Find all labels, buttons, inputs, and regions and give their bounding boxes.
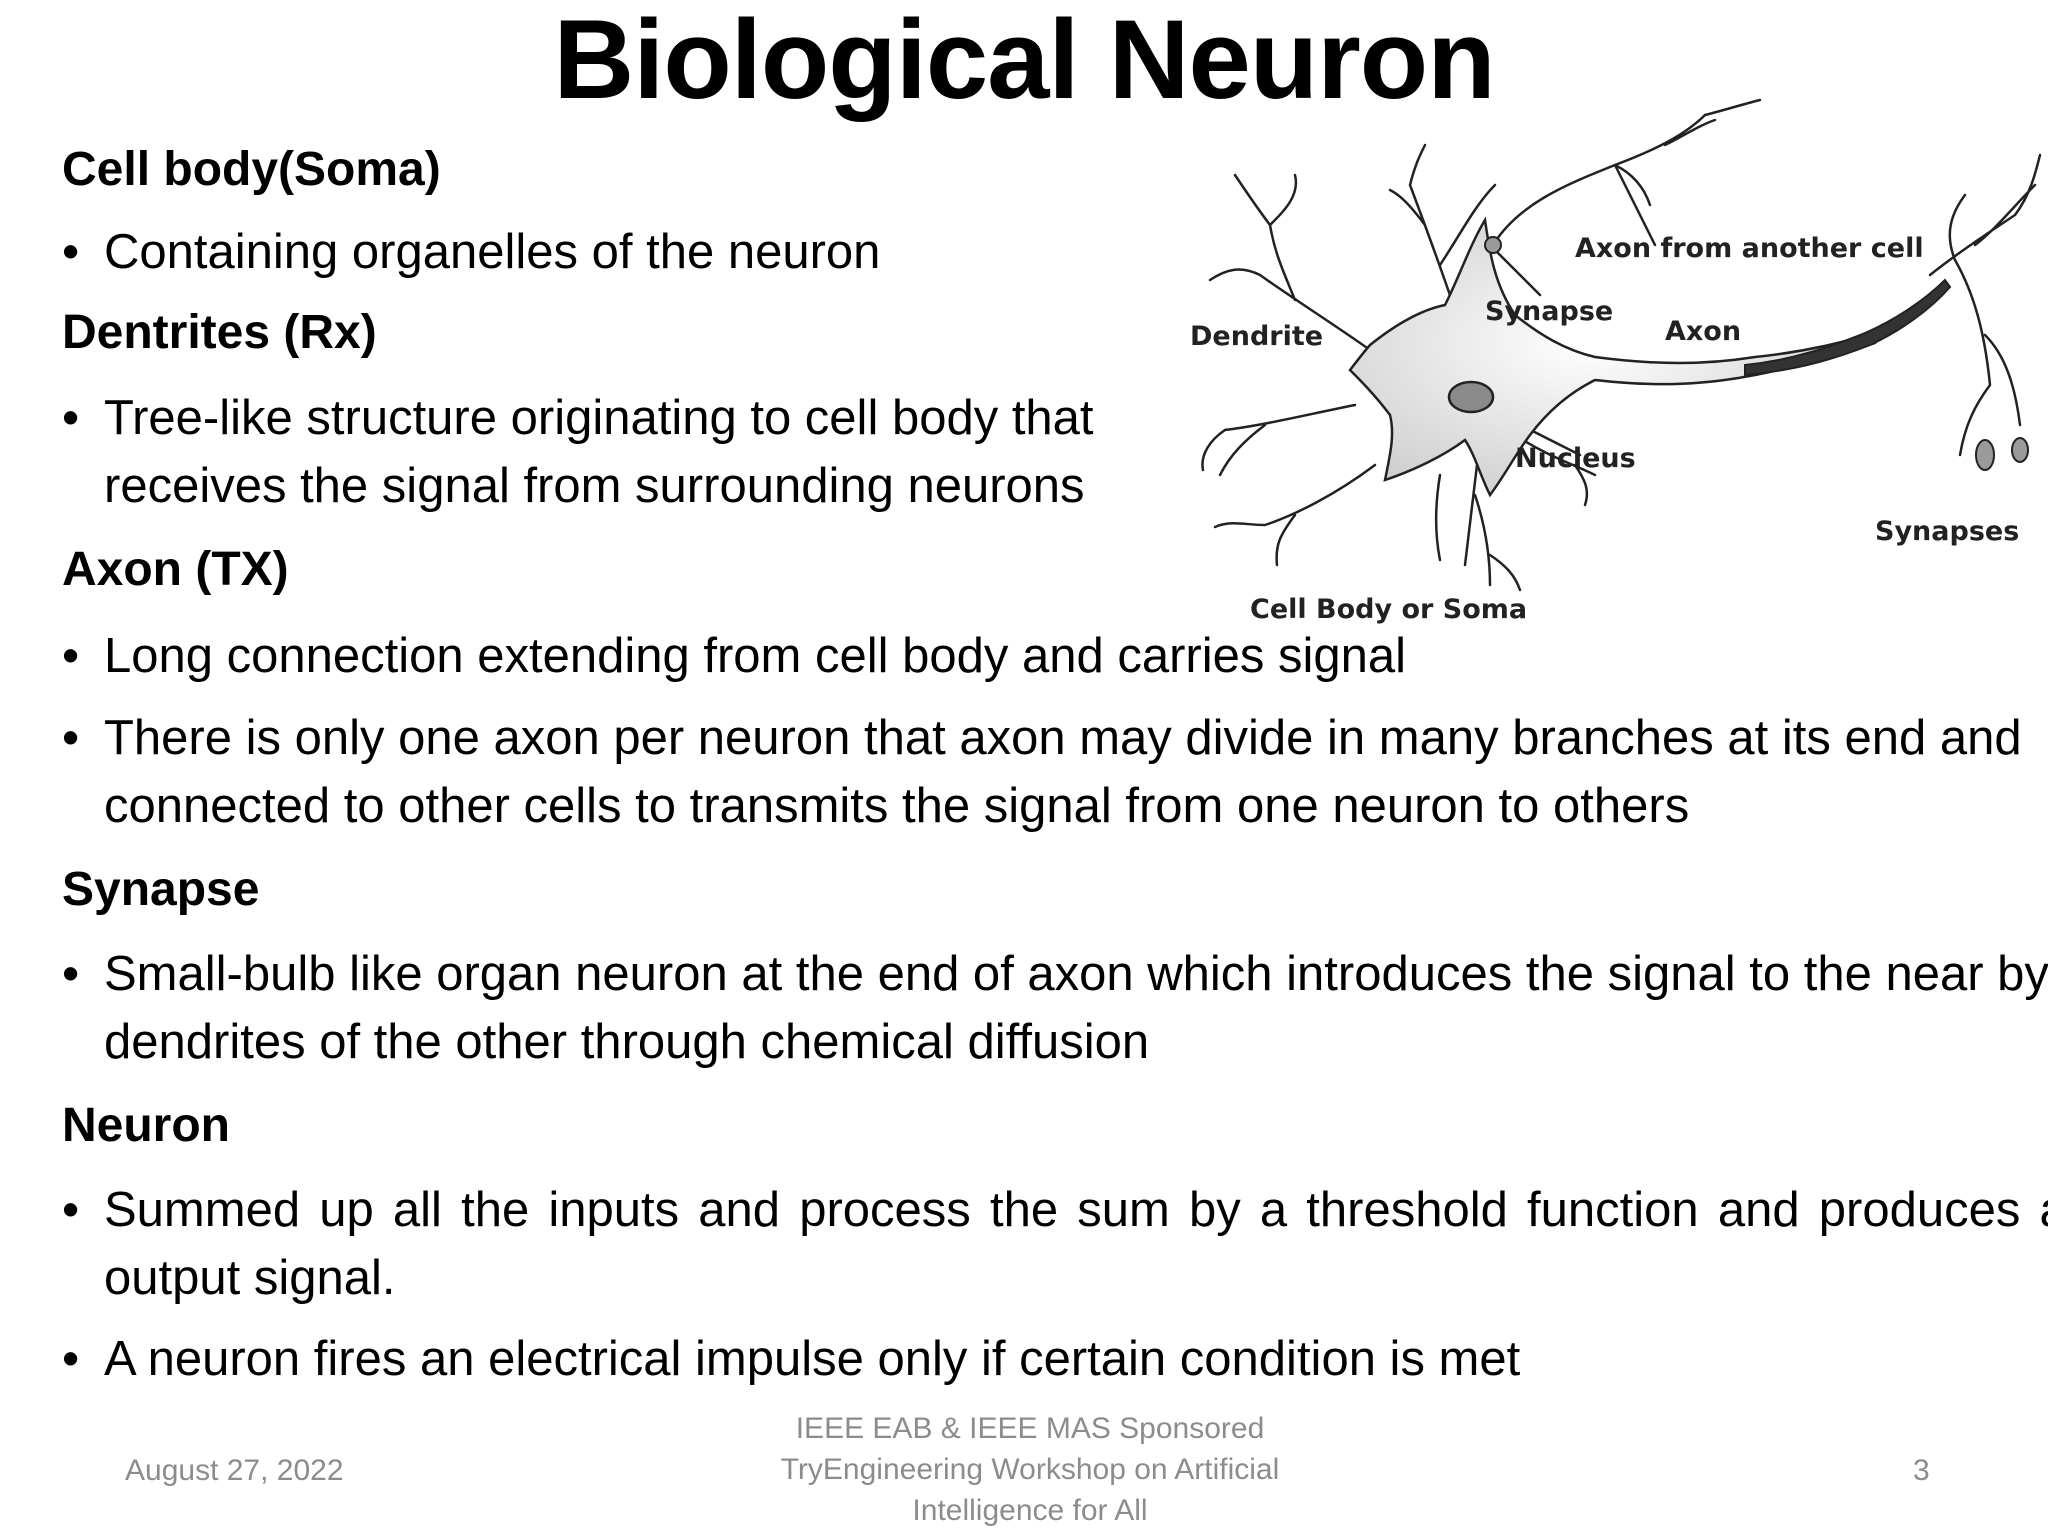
label-dendrite: Dendrite — [1190, 321, 1323, 352]
label-cell-body: Cell Body or Soma — [1250, 594, 1527, 625]
incoming-axon — [1488, 98, 1762, 252]
footer-event-line-3: Intelligence for All — [912, 1494, 1148, 1527]
synapse-leader-line — [1488, 243, 1542, 297]
heading-dendrites: Dentrites (Rx) — [62, 306, 377, 359]
dendrite-branch-down — [1435, 473, 1442, 562]
footer-event-line-1: IEEE EAB & IEEE MAS Sponsored — [795, 1412, 1265, 1445]
dendrite-branch-left — [1201, 403, 1357, 477]
label-nucleus: Nucleus — [1515, 443, 1636, 474]
axon-terminal-branches — [1928, 153, 2042, 457]
label-synapses: Synapses — [1875, 516, 2019, 547]
label-axon: Axon — [1665, 316, 1741, 347]
axon-shaft — [1744, 278, 1952, 377]
dendrite-branch-top — [1388, 143, 1497, 312]
bullet-neuron-2: A neuron fires an electrical impulse onl… — [62, 1325, 2048, 1393]
page-number: 3 — [1913, 1454, 1930, 1487]
heading-axon: Axon (TX) — [62, 543, 289, 596]
footer-event: IEEE EAB & IEEE MAS Sponsored TryEnginee… — [700, 1408, 1360, 1531]
synapse-bulb-terminal-2 — [2011, 437, 2029, 463]
dendrite-branch-bottom — [1473, 493, 1522, 592]
bullet-cell-body: Containing organelles of the neuron — [62, 218, 1224, 286]
heading-synapse: Synapse — [62, 863, 260, 916]
bullet-axon-2: There is only one axon per neuron that a… — [62, 704, 2048, 840]
label-axon-from-another-cell: Axon from another cell — [1575, 233, 1924, 264]
cell-body-shape — [1348, 216, 1877, 498]
dendrite-branch-lower-left — [1213, 463, 1377, 567]
footer-event-line-2: TryEngineering Workshop on Artificial — [780, 1453, 1280, 1486]
synapse-bulb — [1484, 236, 1502, 254]
footer-date: August 27, 2022 — [125, 1454, 344, 1487]
bullet-synapse: Small-bulb like organ neuron at the end … — [62, 940, 2048, 1076]
dendrite-branch-upper-left — [1208, 173, 1372, 352]
bullet-neuron-1: Summed up all the inputs and process the… — [62, 1176, 2048, 1312]
soma-leader-line — [1463, 463, 1479, 567]
label-synapse: Synapse — [1485, 296, 1613, 327]
synapse-bulb-terminal-1 — [1975, 439, 1995, 471]
bullet-axon-1: Long connection extending from cell body… — [62, 622, 2024, 690]
slide-title: Biological Neuron — [553, 0, 1495, 122]
incoming-axon-leader-line — [1613, 163, 1657, 247]
neuron-diagram: Axon from another cell Synapse Dendrite … — [1190, 98, 2042, 625]
heading-neuron: Neuron — [62, 1099, 230, 1152]
nucleus-shape — [1447, 380, 1495, 414]
heading-cell-body: Cell body(Soma) — [62, 143, 441, 196]
bullet-dendrites: Tree-like structure originating to cell … — [62, 384, 1254, 520]
